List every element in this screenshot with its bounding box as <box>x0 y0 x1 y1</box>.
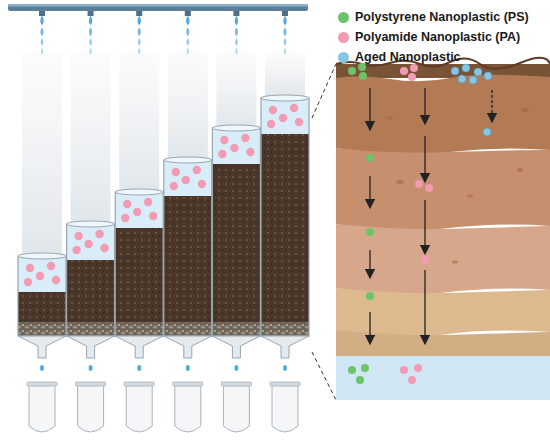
soil-column <box>115 11 163 432</box>
legend-text: Polystyrene Nanoplastic (PS) <box>355 10 529 24</box>
legend-swatch <box>338 32 349 43</box>
legend-swatch <box>338 52 349 63</box>
legend-text: Aged Nanoplastic <box>355 50 461 64</box>
soil-column <box>164 11 212 432</box>
legend-text: Polyamide Nanoplastic (PA) <box>355 30 520 44</box>
legend-entry: Polyamide Nanoplastic (PA) <box>338 30 520 44</box>
soil-column <box>18 11 66 432</box>
soil-column <box>212 11 260 432</box>
legend-swatch <box>338 12 349 23</box>
legend-entry: Polystyrene Nanoplastic (PS) <box>338 10 529 24</box>
legend-entry: Aged Nanoplastic <box>338 50 461 64</box>
soil-column <box>67 11 115 432</box>
soil-column <box>261 11 309 432</box>
